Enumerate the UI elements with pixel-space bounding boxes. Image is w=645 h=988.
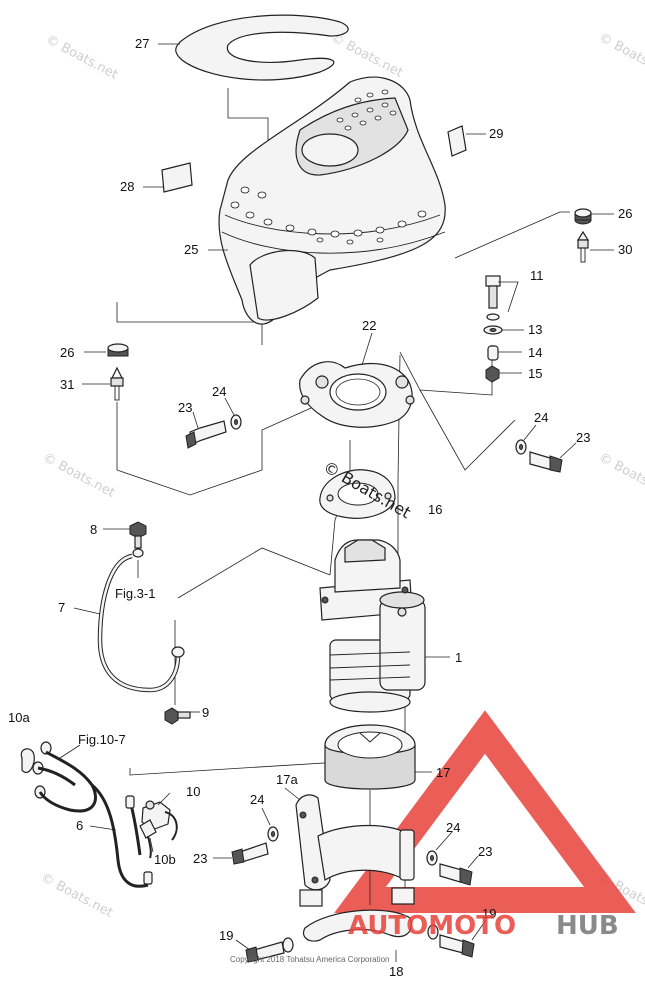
label-14: 14 (528, 345, 542, 360)
label-13: 13 (528, 322, 542, 337)
part-30-screw (576, 230, 590, 263)
part-14-collar (487, 345, 499, 361)
label-23-upper-left: 23 (178, 400, 192, 415)
label-23-lower-left: 23 (193, 851, 207, 866)
part-15-nut (485, 365, 500, 383)
label-22: 22 (362, 318, 376, 333)
part-29-label (447, 125, 467, 157)
label-15: 15 (528, 366, 542, 381)
part-25-cover (218, 76, 446, 325)
label-10b: 10b (154, 852, 176, 867)
part-10b-terminal (139, 819, 157, 859)
part-18-band (299, 887, 415, 942)
label-7: 7 (58, 600, 65, 615)
watermark-text: © Boats.net (38, 870, 115, 920)
label-10: 10 (186, 784, 200, 799)
label-10a: 10a (8, 710, 30, 725)
part-27-seal (175, 14, 349, 81)
part-17-cushion (324, 724, 416, 790)
brand-logo (334, 710, 636, 913)
part-16-gasket (319, 469, 396, 519)
part-19-bolt-left (245, 937, 294, 963)
label-fig-3-1: Fig.3-1 (115, 586, 155, 601)
part-17a-clamp (295, 794, 415, 891)
label-fig-10-7: Fig.10-7 (78, 732, 126, 747)
part-26-grommet-left (107, 343, 129, 357)
watermark-text: © Boats.net (328, 30, 405, 80)
label-leaders (59, 43, 614, 962)
part-23-bolt-upper-right (529, 451, 563, 473)
part-23-bolt-upper-left (185, 420, 227, 449)
label-23-upper-right: 23 (576, 430, 590, 445)
copyright-text: Copyright 2018 Tohatsu America Corporati… (230, 955, 390, 964)
label-24-lower-left: 24 (250, 792, 264, 807)
part-24-washer-lower-left (267, 826, 279, 842)
label-24-upper-right: 24 (534, 410, 548, 425)
label-29: 29 (489, 126, 503, 141)
label-26-left: 26 (60, 345, 74, 360)
part-9-bolt (164, 707, 191, 725)
part-10a-terminal (20, 741, 52, 799)
label-8: 8 (90, 522, 97, 537)
part-1-starter-motor (319, 539, 426, 713)
watermark-text: © Boats.net (43, 32, 120, 82)
label-9: 9 (202, 705, 209, 720)
part-19-bolt-right (427, 924, 475, 958)
part-11-bolt (485, 275, 501, 309)
label-23-lower-right: 23 (478, 844, 492, 859)
label-24-lower-right: 24 (446, 820, 460, 835)
part-labels: 27 29 28 26 30 25 11 13 14 15 22 26 31 2… (8, 36, 632, 979)
part-7-cable (97, 553, 185, 693)
part-26-grommet-right (574, 208, 592, 225)
label-11: 11 (530, 268, 544, 283)
brand-triangle-inner (430, 795, 545, 875)
label-26-right: 26 (618, 206, 632, 221)
part-8-bolt (129, 521, 147, 558)
watermark-text: © Boats.net (596, 30, 645, 80)
label-19-left: 19 (219, 928, 233, 943)
part-13-washer (483, 313, 503, 335)
label-28: 28 (120, 179, 134, 194)
brand-triangle (334, 710, 636, 913)
part-24-washer-upper-left (230, 414, 242, 430)
label-17a: 17a (276, 772, 298, 787)
label-1: 1 (455, 650, 462, 665)
brand-name-part2: HUB (556, 911, 619, 941)
label-19-right: 19 (482, 906, 496, 921)
part-22-bracket (299, 361, 415, 428)
brand-name-part1: AUTOMOTO (348, 911, 516, 941)
part-24-washer-lower-right (426, 850, 438, 866)
part-24-washer-upper-right (515, 439, 527, 455)
label-6: 6 (76, 818, 83, 833)
part-28-label (161, 162, 193, 193)
label-27: 27 (135, 36, 149, 51)
cover-holes (230, 89, 427, 245)
label-24-upper-left: 24 (212, 384, 226, 399)
part-23-bolt-lower-right (439, 863, 473, 886)
label-18: 18 (389, 964, 403, 979)
label-17: 17 (436, 765, 450, 780)
assembly-lines (116, 88, 570, 905)
part-31-screw (110, 366, 124, 401)
label-25: 25 (184, 242, 198, 257)
label-31: 31 (60, 377, 74, 392)
watermark-text: © Boats.net (40, 450, 117, 500)
label-16: 16 (428, 502, 442, 517)
part-6-harness (37, 750, 153, 888)
watermark-text: © Boats.net (596, 450, 645, 500)
part-23-bolt-lower-left (231, 842, 269, 865)
label-30: 30 (618, 242, 632, 257)
